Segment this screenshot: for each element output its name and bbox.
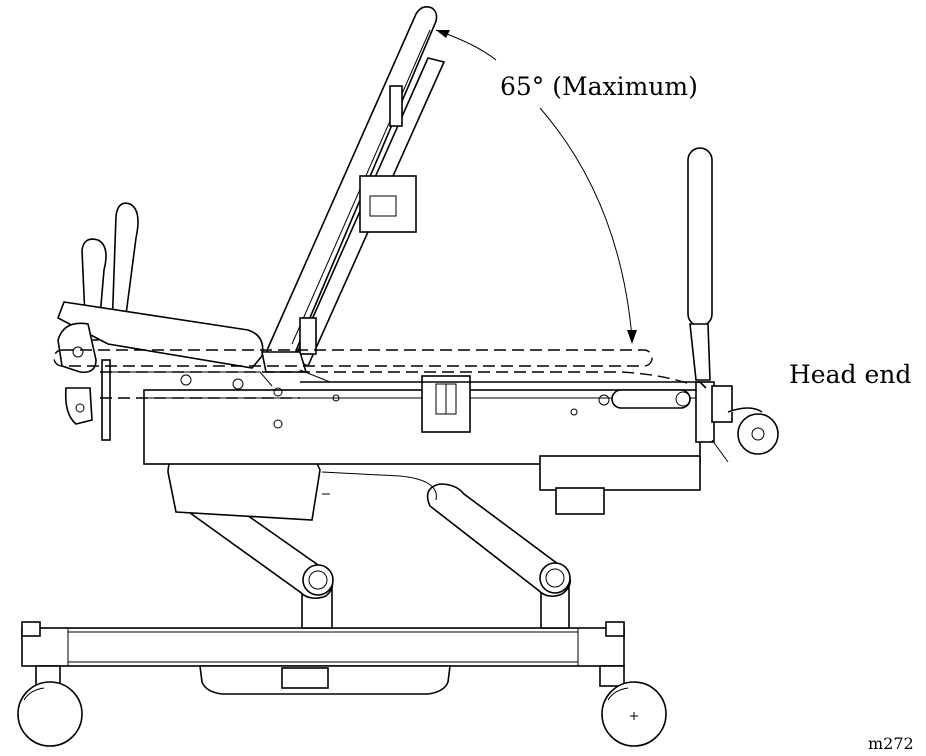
figure-code: m272: [868, 734, 914, 753]
angle-label: 65° (Maximum): [500, 72, 698, 101]
angle-arrow: [435, 29, 637, 344]
base-frame: [21, 621, 625, 695]
head-section-raised: [261, 6, 446, 383]
flat-deck-outline: [53, 349, 707, 399]
head-end-label: Head end: [789, 360, 912, 389]
main-frame: [143, 375, 701, 515]
caster-foot-left: [17, 665, 83, 747]
head-end-pole: [687, 147, 779, 463]
foot-section: [57, 202, 273, 441]
lift-mechanism: [167, 424, 571, 629]
caster-head-right: [599, 665, 667, 747]
